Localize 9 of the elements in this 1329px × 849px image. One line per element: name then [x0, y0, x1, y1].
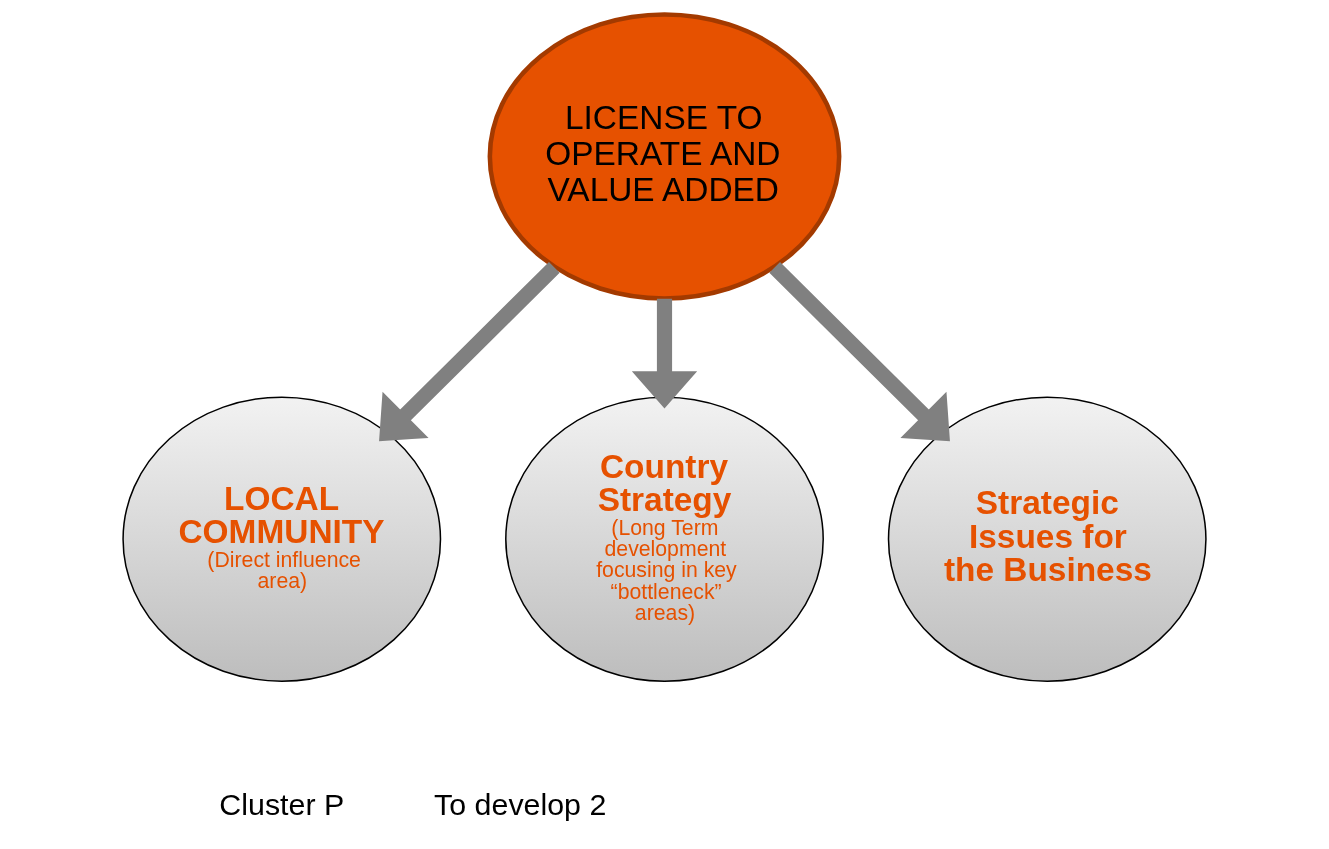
- node-ellipse: LOCAL COMMUNITY (Direct influence area): [122, 396, 442, 682]
- node-ellipse: LICENSE TO OPERATE AND VALUE ADDED: [487, 12, 842, 301]
- label: To develop 2: [434, 787, 607, 821]
- arrow: [631, 298, 698, 409]
- node-ellipse: Country Strategy (Long Term development focusing in key “bottleneck” areas): [505, 396, 824, 682]
- label: Cluster P: [219, 787, 345, 821]
- node-ellipse: Strategic Issues for the Business: [887, 396, 1207, 682]
- arrow: [769, 261, 950, 442]
- arrow: [379, 261, 560, 442]
